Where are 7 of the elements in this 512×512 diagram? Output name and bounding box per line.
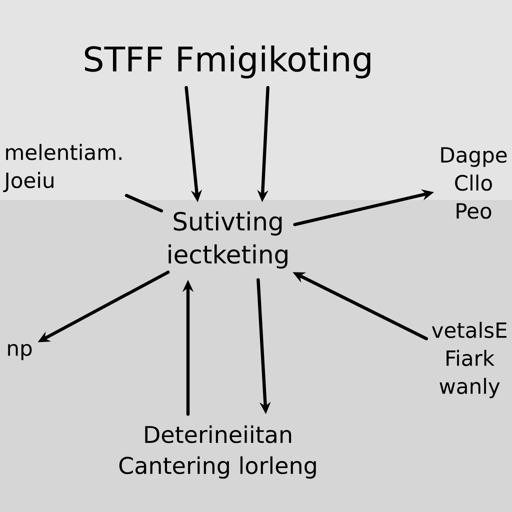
topic-text: melentiam. Joeiu: [3, 144, 122, 192]
heading-text: STFF Fmigikoting: [84, 46, 370, 78]
topic-text: np: [8, 344, 32, 360]
central-topic-text: Sutivting iectketing: [168, 211, 288, 269]
topic-text: Dagpe Cllo Peo: [441, 147, 507, 219]
topic-text: Deterineiitan Cantering lorleng: [119, 425, 316, 479]
topic-text: vetalsE Fiark wanly: [432, 322, 506, 398]
